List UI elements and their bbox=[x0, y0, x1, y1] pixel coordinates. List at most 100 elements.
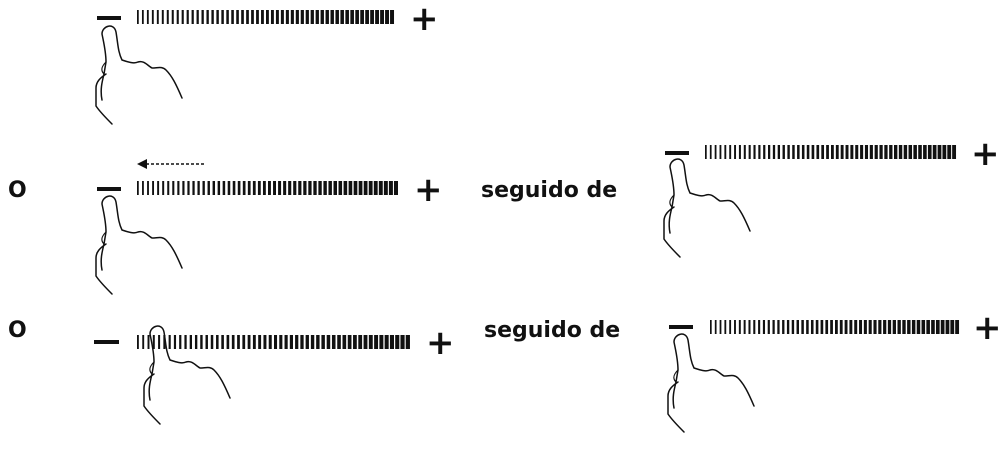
bar-segment bbox=[186, 10, 189, 24]
bar-segment bbox=[363, 335, 368, 349]
bar-segment bbox=[236, 10, 239, 24]
bar-segment bbox=[797, 145, 800, 159]
bar-segment bbox=[205, 335, 208, 349]
pointing-hand-icon bbox=[663, 158, 751, 258]
bar-segment bbox=[300, 10, 304, 24]
bar-segment bbox=[931, 320, 935, 334]
bar-segment bbox=[343, 181, 348, 195]
bar-segment bbox=[142, 181, 144, 195]
bar-segment bbox=[158, 335, 161, 349]
bar-segment bbox=[345, 10, 349, 24]
bar-segment bbox=[835, 320, 838, 334]
plus-symbol: + bbox=[973, 308, 1002, 348]
bar-segment bbox=[152, 335, 155, 349]
bar-segment bbox=[202, 181, 205, 195]
bar-segment bbox=[342, 335, 347, 349]
bar-segment bbox=[273, 181, 276, 195]
bar-segment bbox=[758, 320, 761, 334]
bar-segment bbox=[161, 10, 164, 24]
bar-segment bbox=[868, 320, 872, 334]
bar-segment bbox=[316, 335, 320, 349]
bar-segment bbox=[854, 320, 858, 334]
bar-segment bbox=[710, 320, 712, 334]
bar-segment bbox=[791, 320, 795, 334]
bar-segment bbox=[221, 335, 224, 349]
bar-segment bbox=[237, 335, 240, 349]
bar-segment bbox=[182, 181, 185, 195]
bar-segment bbox=[743, 320, 746, 334]
bar-segment bbox=[748, 320, 751, 334]
bar-segment bbox=[197, 181, 200, 195]
bar-segment bbox=[147, 335, 150, 349]
bar-segment bbox=[801, 145, 805, 159]
minus-symbol bbox=[97, 187, 121, 191]
bar-segment bbox=[850, 145, 854, 159]
bar-segment bbox=[889, 145, 893, 159]
bar-segment bbox=[358, 335, 363, 349]
bar-segment bbox=[923, 145, 927, 159]
bar-segment bbox=[337, 335, 341, 349]
bar-segment bbox=[772, 320, 775, 334]
bar-segment bbox=[874, 145, 878, 159]
bar-segment bbox=[758, 145, 761, 159]
bar-segment bbox=[400, 335, 405, 349]
bar-segment bbox=[395, 335, 400, 349]
bar-segment bbox=[242, 335, 246, 349]
bar-segment bbox=[384, 335, 389, 349]
bar-segment bbox=[268, 181, 271, 195]
bar-segment bbox=[945, 320, 950, 334]
bar-segment bbox=[162, 181, 165, 195]
bar-segment bbox=[393, 181, 398, 195]
bar-segment bbox=[806, 320, 809, 334]
bar-segment bbox=[815, 320, 819, 334]
bar-segment bbox=[782, 320, 785, 334]
bar-segment bbox=[724, 320, 727, 334]
bar-segment bbox=[873, 320, 877, 334]
bar-segment bbox=[768, 145, 771, 159]
plus-symbol: + bbox=[410, 0, 439, 39]
bar-segment bbox=[232, 181, 236, 195]
bar-segment bbox=[383, 181, 388, 195]
bar-segment bbox=[729, 320, 732, 334]
bar-segment bbox=[940, 320, 945, 334]
bar-segment bbox=[331, 335, 336, 349]
bar-segment bbox=[226, 10, 229, 24]
bar-segment bbox=[278, 181, 282, 195]
bar-segment bbox=[156, 10, 159, 24]
bar-segment bbox=[142, 335, 145, 349]
bar-segment bbox=[705, 145, 707, 159]
bar-segment bbox=[907, 320, 911, 334]
bar-segment bbox=[370, 10, 374, 24]
bar-segment bbox=[942, 145, 947, 159]
bar-segment bbox=[227, 181, 231, 195]
bar-segment bbox=[242, 181, 246, 195]
bar-segment bbox=[753, 320, 756, 334]
bar-segment bbox=[172, 181, 175, 195]
bar-segment bbox=[270, 10, 274, 24]
bar-segment bbox=[796, 320, 799, 334]
bar-segment bbox=[859, 320, 863, 334]
level-bar bbox=[137, 335, 410, 349]
bar-segment bbox=[831, 145, 834, 159]
bar-segment bbox=[830, 320, 833, 334]
bar-segment bbox=[892, 320, 896, 334]
bar-segment bbox=[380, 10, 384, 24]
bar-segment bbox=[313, 181, 317, 195]
followed-by-label: seguido de bbox=[484, 318, 621, 343]
bar-segment bbox=[777, 320, 780, 334]
bar-segment bbox=[168, 335, 171, 349]
bar-segment bbox=[729, 145, 732, 159]
bar-segment bbox=[860, 145, 864, 159]
bar-segment bbox=[849, 320, 853, 334]
pointing-hand-icon bbox=[667, 333, 755, 433]
bar-segment bbox=[937, 145, 942, 159]
bar-segment bbox=[353, 335, 357, 349]
bar-segment bbox=[181, 10, 184, 24]
bar-segment bbox=[216, 10, 219, 24]
bar-segment bbox=[375, 10, 379, 24]
bar-segment bbox=[864, 145, 869, 159]
bar-segment bbox=[177, 181, 180, 195]
bar-segment bbox=[743, 145, 746, 159]
minus-symbol bbox=[669, 325, 693, 329]
bar-segment bbox=[310, 335, 315, 349]
